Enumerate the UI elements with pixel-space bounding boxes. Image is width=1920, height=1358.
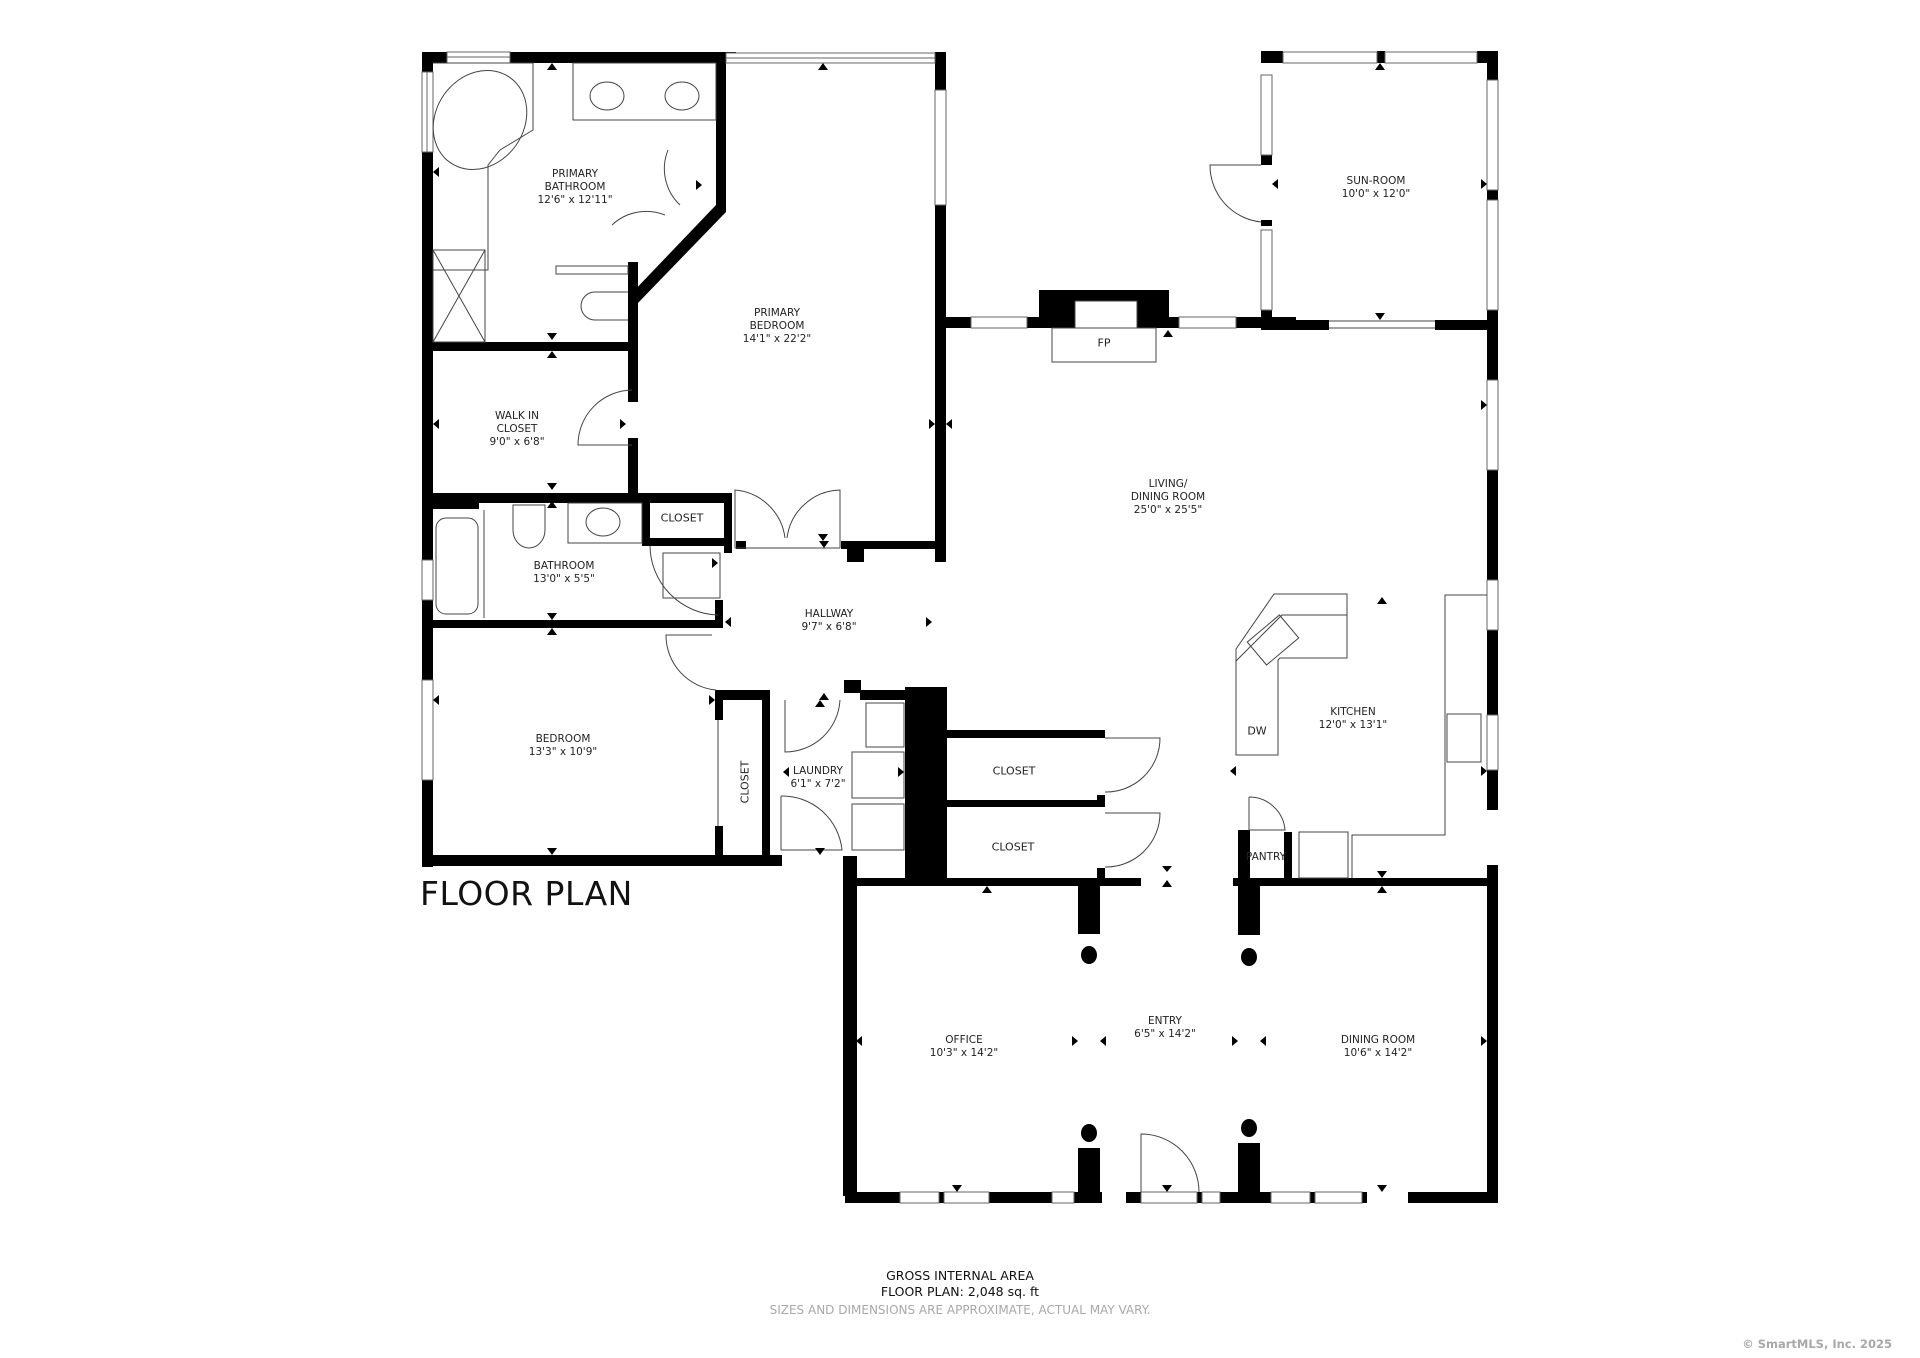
closet-lower-label: CLOSET (991, 840, 1035, 854)
room-name: HALLWAY (804, 608, 854, 620)
room-bathroom: BATHROOM 13'0" x 5'5" (533, 560, 595, 586)
room-dimensions: 10'3" x 14'2" (929, 1047, 999, 1059)
room-laundry: LAUNDRY 6'1" x 7'2" (790, 765, 845, 791)
room-office: OFFICE 10'3" x 14'2" (930, 1034, 998, 1060)
room-kitchen: KITCHEN 12'0" x 13'1" (1319, 706, 1387, 732)
room-living-dining: LIVING/ DINING ROOM 25'0" x 25'5" (1131, 478, 1205, 517)
room-name: CLOSET (496, 423, 538, 435)
area-summary: GROSS INTERNAL AREA FLOOR PLAN: 2,048 sq… (0, 1268, 1920, 1319)
floor-plan-title: FLOOR PLAN (420, 874, 633, 913)
room-name: DINING ROOM (1130, 491, 1206, 503)
room-dimensions: 9'0" x 6'8" (489, 436, 545, 448)
dishwasher-label: DW (1247, 724, 1267, 738)
room-hallway: HALLWAY 9'7" x 6'8" (801, 608, 856, 634)
gross-area-heading: GROSS INTERNAL AREA (886, 1268, 1034, 1283)
room-name: BATHROOM (533, 560, 595, 572)
room-name: OFFICE (945, 1034, 983, 1046)
room-name: ENTRY (1148, 1015, 1182, 1027)
disclaimer-text: SIZES AND DIMENSIONS ARE APPROXIMATE, AC… (769, 1303, 1151, 1317)
room-dimensions: 12'6" x 12'11" (537, 194, 613, 206)
closet-bath-label: CLOSET (660, 511, 704, 525)
room-name: BATHROOM (544, 181, 606, 193)
room-dining-room: DINING ROOM 10'6" x 14'2" (1341, 1034, 1415, 1060)
room-dimensions: 25'0" x 25'5" (1133, 504, 1203, 516)
room-dimensions: 9'7" x 6'8" (801, 621, 857, 633)
room-name: PRIMARY (753, 307, 800, 319)
room-name: KITCHEN (1330, 706, 1376, 718)
fireplace-label: FP (1097, 336, 1111, 350)
room-name: BEDROOM (749, 320, 805, 332)
room-name: BEDROOM (535, 733, 591, 745)
room-dimensions: 10'0" x 12'0" (1341, 188, 1411, 200)
room-entry: ENTRY 6'5" x 14'2" (1134, 1015, 1196, 1041)
room-sun-room: SUN-ROOM 10'0" x 12'0" (1342, 175, 1410, 201)
fixtures (432, 62, 1487, 1193)
room-primary-bathroom: PRIMARY BATHROOM 12'6" x 12'11" (537, 168, 612, 207)
room-dimensions: 6'1" x 7'2" (790, 778, 846, 790)
room-dimensions: 6'5" x 14'2" (1134, 1028, 1196, 1040)
room-dimensions: 13'0" x 5'5" (533, 573, 595, 585)
room-name: LAUNDRY (793, 765, 843, 777)
room-name: WALK IN (494, 410, 540, 422)
room-walk-in-closet: WALK IN CLOSET 9'0" x 6'8" (489, 410, 544, 449)
room-dimensions: 10'6" x 14'2" (1343, 1047, 1413, 1059)
pantry-label: PANTRY (1245, 851, 1287, 863)
closet-bedroom-label: CLOSET (738, 760, 752, 804)
copyright-notice: © SmartMLS, Inc. 2025 (1742, 1337, 1892, 1351)
room-name: PRIMARY (551, 168, 598, 180)
floor-plan-area: FLOOR PLAN: 2,048 sq. ft (880, 1284, 1040, 1299)
room-dimensions: 14'1" x 22'2" (742, 333, 812, 345)
room-name: DINING ROOM (1340, 1034, 1416, 1046)
dimension-markers (433, 63, 1487, 1192)
room-primary-bedroom: PRIMARY BEDROOM 14'1" x 22'2" (743, 307, 811, 346)
walls (422, 51, 1498, 1203)
room-bedroom: BEDROOM 13'3" x 10'9" (529, 733, 597, 759)
windows (421, 51, 1499, 1204)
room-dimensions: 12'0" x 13'1" (1318, 719, 1388, 731)
room-name: SUN-ROOM (1346, 175, 1406, 187)
room-dimensions: 13'3" x 10'9" (528, 746, 598, 758)
closet-upper-label: CLOSET (992, 764, 1036, 778)
room-name: LIVING/ (1148, 478, 1188, 490)
